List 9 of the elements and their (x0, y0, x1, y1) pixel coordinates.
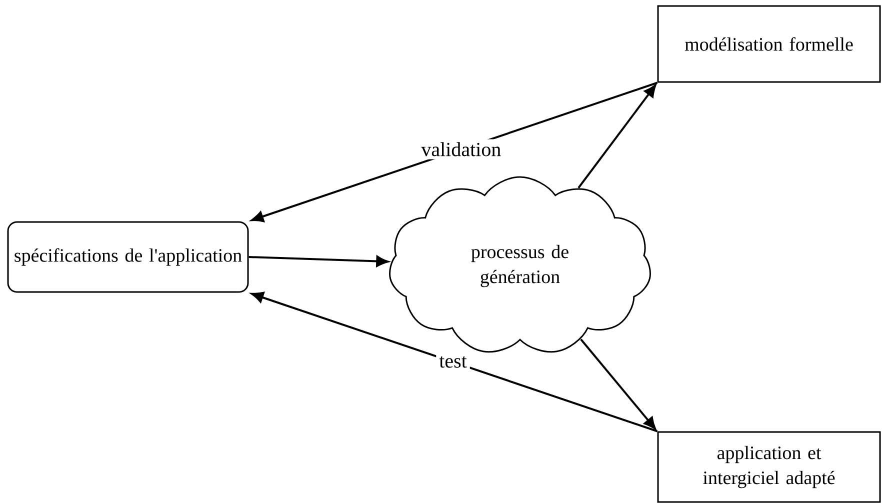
arrow (578, 84, 656, 188)
edge-label: validation (418, 139, 504, 160)
arrow (251, 292, 658, 432)
arrow (580, 338, 656, 430)
process-box: spécifications de l'application (7, 221, 249, 293)
process-box: modélisation formelle (657, 5, 881, 83)
edge-label: test (436, 353, 470, 371)
process-box: application et intergiciel adapté (657, 431, 881, 503)
arrow (248, 256, 389, 267)
